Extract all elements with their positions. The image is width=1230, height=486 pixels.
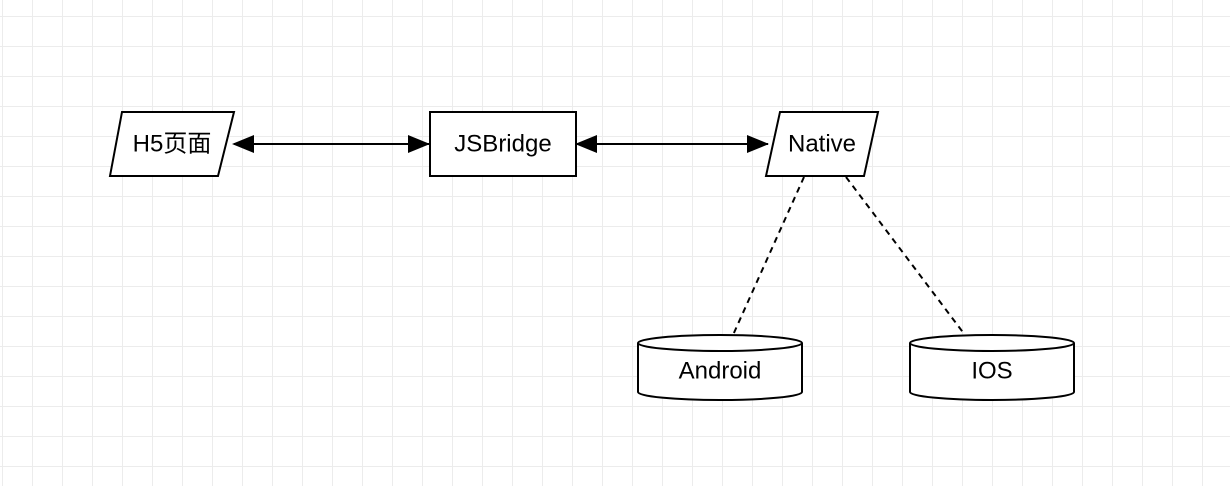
android-cylinder-top	[637, 334, 803, 352]
node-android[interactable]: Android	[637, 334, 803, 401]
h5-page-shape	[108, 111, 236, 177]
android-label: Android	[679, 358, 762, 385]
edge-native-android	[732, 176, 805, 336]
h5-page-label: H5页面	[133, 131, 212, 158]
edge-native-ios	[845, 176, 966, 336]
edge-jsbridge-native-arrow-right	[747, 135, 769, 153]
node-h5-page[interactable]: H5页面	[108, 111, 236, 177]
edge-h5-jsbridge-arrow-left	[232, 135, 254, 153]
edges	[232, 135, 966, 336]
edge-jsbridge-native-arrow-left	[575, 135, 597, 153]
native-shape	[764, 111, 880, 177]
edge-h5-jsbridge-arrow-right	[408, 135, 430, 153]
ios-cylinder-body	[909, 343, 1075, 401]
jsbridge-label: JSBridge	[454, 131, 551, 158]
node-native[interactable]: Native	[764, 111, 880, 177]
ios-label: IOS	[971, 358, 1012, 385]
android-cylinder-body	[637, 343, 803, 401]
jsbridge-shape	[429, 111, 577, 177]
node-ios[interactable]: IOS	[909, 334, 1075, 401]
node-jsbridge[interactable]: JSBridge	[429, 111, 577, 177]
native-label: Native	[788, 131, 856, 158]
ios-cylinder-top	[909, 334, 1075, 352]
